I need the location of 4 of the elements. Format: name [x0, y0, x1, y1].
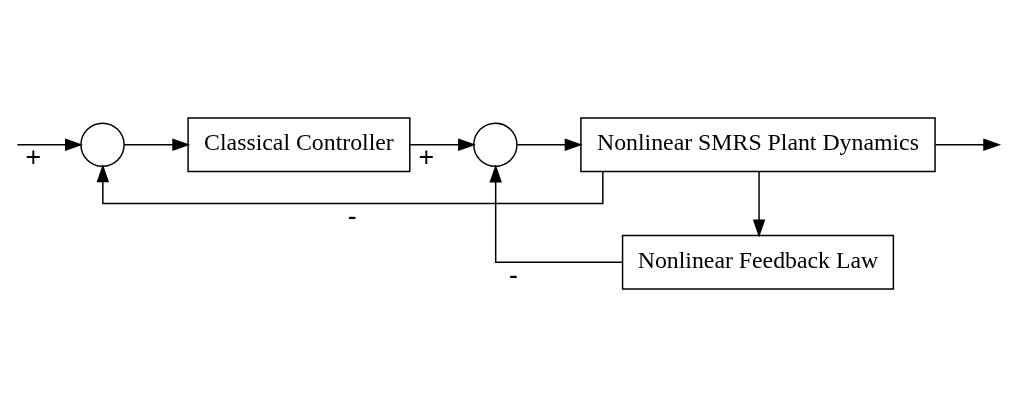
edge-label: - [509, 259, 518, 290]
edge-label: + [25, 141, 42, 172]
edge-label: + [418, 141, 435, 172]
edge-label: - [347, 200, 357, 231]
